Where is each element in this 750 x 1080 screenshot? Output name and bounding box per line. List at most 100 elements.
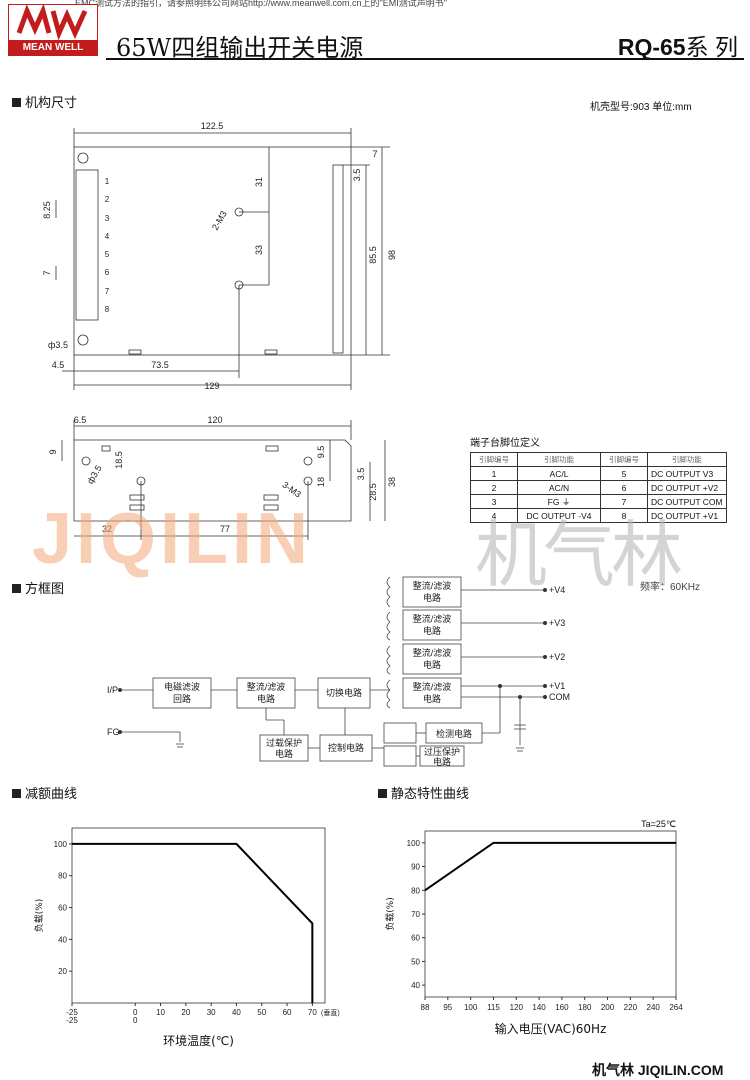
dim-phi-3-5: ф3.5 [48, 340, 68, 350]
x-tick-label: 95 [443, 1003, 452, 1012]
label-out: COM [549, 692, 570, 702]
x-tick-label: 50 [257, 1008, 266, 1017]
terminal-block [75, 169, 99, 321]
y-tick-label: 60 [58, 904, 67, 913]
rect-out-label: 电路 [423, 625, 441, 636]
x-tick-label: 100 [464, 1003, 478, 1012]
optocoupler-icon [383, 745, 417, 767]
section-block-label: 方框图 [25, 582, 65, 597]
side-hole-icon [81, 456, 91, 466]
x-tick-label: 180 [578, 1003, 592, 1012]
x-tick-label: 70 [308, 1008, 317, 1017]
section-mech: 机构尺寸 [12, 92, 77, 111]
rect1-label: 整流/滤波 [247, 681, 286, 692]
emi-label: 回路 [173, 693, 191, 704]
x-tick-label: 220 [624, 1003, 638, 1012]
square-bullet-icon [12, 98, 21, 107]
section-derating: 减额曲线 [12, 783, 77, 802]
x-tick-label: 0 [133, 1008, 138, 1017]
table-cell: DC OUTPUT +V1 [647, 508, 727, 523]
overload-label: 过载保护 [266, 737, 302, 748]
y-tick-label: 100 [54, 840, 68, 849]
dim-31: 31 [254, 177, 264, 187]
rect-out-label: 整流/滤波 [413, 613, 452, 624]
y-tick-label: 20 [58, 967, 67, 976]
rect-out-block [402, 677, 462, 709]
logo-text: MEAN WELL [9, 40, 97, 55]
mean-well-logo: MEAN WELL [8, 3, 98, 56]
section-static-label: 静态特性曲线 [391, 787, 470, 802]
y-tick-label: 50 [411, 957, 420, 966]
rect-out-label: 电路 [423, 659, 441, 670]
dim-4-5: 4.5 [52, 360, 65, 370]
dim-73-5: 73.5 [151, 360, 169, 370]
label-out: +V3 [549, 618, 565, 628]
x-tick-label: 115 [487, 1003, 500, 1012]
section-block: 方框图 [12, 578, 64, 597]
pin-label: 8 [105, 305, 110, 314]
switch-block [317, 677, 371, 709]
x-tick-label: 40 [232, 1008, 241, 1017]
dim-18: 18 [316, 477, 326, 487]
rect1-label: 电路 [257, 693, 275, 704]
rect-out-block [402, 576, 462, 608]
case-note: 机壳型号:903 单位:mm [590, 102, 692, 113]
x-tick-label: 120 [510, 1003, 524, 1012]
x-tick-label: -25 [66, 1008, 78, 1017]
section-static: 静态特性曲线 [378, 783, 469, 802]
x-tick-label: 20 [181, 1008, 190, 1017]
series-bold: RQ-65 [617, 34, 686, 60]
table-cell: AC/L [517, 466, 601, 481]
ovp-label: 过压保护 [424, 746, 460, 757]
pin-label: 5 [105, 250, 110, 259]
transformer-coil-icon [386, 679, 391, 709]
block-diagram: I/P FG +V4 +V3 +V2 +V1 COM 电磁滤波 回路 整流/滤波… [107, 576, 570, 767]
annotation: Ta=25℃ [641, 819, 676, 829]
emi-label: 电磁滤波 [164, 681, 200, 692]
table-cell: DC OUTPUT V3 [647, 466, 727, 481]
table-header-row: 引脚编号 引脚功能 引脚编号 引脚功能 [470, 452, 727, 467]
derating-line [72, 842, 314, 1003]
rect-out-label: 整流/滤波 [413, 681, 452, 692]
rect-out-block [402, 609, 462, 641]
x-axis-label: 环境温度(℃) [163, 1033, 234, 1048]
x-tick-label: 30 [207, 1008, 216, 1017]
x-tick-sublabel: -25 [66, 1016, 78, 1025]
y-tick-label: 80 [58, 872, 67, 881]
square-bullet-icon [378, 789, 387, 798]
series-name: RQ-65系 列 [618, 28, 738, 62]
pin-label: 1 [105, 177, 110, 186]
x-tick-label: 264 [669, 1003, 683, 1012]
dim-129: 129 [204, 381, 219, 391]
table-cell: 8 [600, 508, 648, 523]
dim-33: 33 [254, 245, 264, 255]
top-view-outline [73, 146, 352, 356]
y-tick-label: 70 [411, 910, 420, 919]
y-tick-label: 100 [407, 839, 421, 848]
label-out: +V2 [549, 652, 565, 662]
table-cell: 2 [470, 480, 518, 495]
dim-7b: 7 [42, 270, 52, 275]
frequency-note: 频率：60KHz [640, 582, 701, 593]
dim-3-m3: 3-M3 [280, 480, 303, 500]
ovp-label: 电路 [433, 756, 451, 767]
header-rule [106, 58, 744, 60]
rect-out-label: 电路 [423, 693, 441, 704]
side-view-outline [73, 439, 352, 522]
table-header: 引脚功能 [647, 452, 727, 467]
table-cell: 5 [600, 466, 648, 481]
pin-label: 7 [105, 287, 110, 296]
header: EMC测试方法的指引，请参照明纬公司网站http://www.meanwell.… [0, 0, 750, 62]
table-header: 引脚编号 [600, 452, 648, 467]
label-fg: FG [107, 727, 120, 737]
detect-label: 检测电路 [436, 728, 472, 739]
dim-98: 98 [387, 250, 397, 260]
x-tick-label: 60 [283, 1008, 292, 1017]
dim-120: 120 [207, 415, 222, 425]
section-derating-label: 减额曲线 [25, 787, 78, 802]
y-axis-label: 负载(%) [384, 897, 396, 931]
